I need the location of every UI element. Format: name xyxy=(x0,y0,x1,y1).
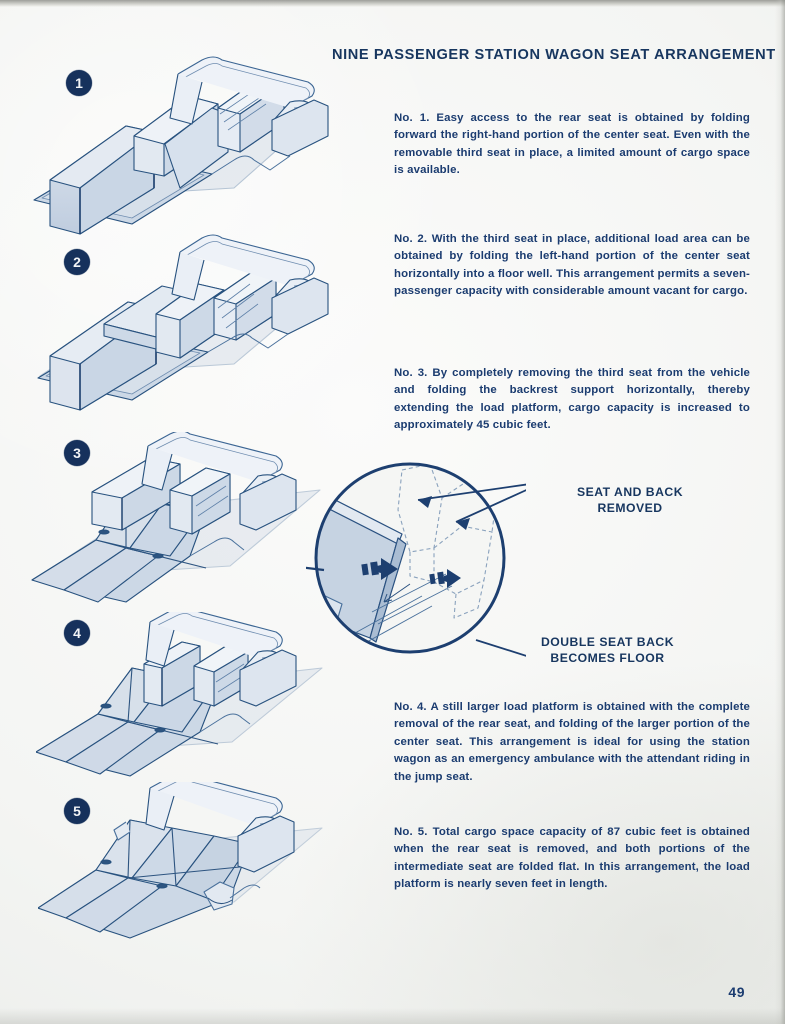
callout-line-2: REMOVED xyxy=(597,501,663,515)
callout-double-seat-back: DOUBLE SEAT BACK BECOMES FLOOR xyxy=(505,634,710,666)
callout-line-2: BECOMES FLOOR xyxy=(550,651,665,665)
step-paragraph-4: No. 4. A still larger load platform is o… xyxy=(394,701,750,783)
step-badge-5: 5 xyxy=(64,798,90,824)
step-badge-4: 4 xyxy=(64,620,90,646)
figure-arrangement-1 xyxy=(22,48,352,238)
scan-right-edge xyxy=(775,0,785,1024)
figure-arrangement-2 xyxy=(28,228,348,413)
callout-line-1: SEAT AND BACK xyxy=(576,485,684,499)
step-badge-1: 1 xyxy=(66,70,92,96)
figure-arrangement-5 xyxy=(38,782,358,947)
figure-arrangement-3 xyxy=(30,432,350,617)
step-paragraph-1: No. 1. Easy access to the rear seat is o… xyxy=(394,112,750,177)
page-title: NINE PASSENGER STATION WAGON SEAT ARRANG… xyxy=(332,47,776,63)
step-badge-3: 3 xyxy=(64,440,90,466)
step-paragraph-3: No. 3. By completely removing the third … xyxy=(394,367,750,432)
callout-line-1: DOUBLE SEAT BACK xyxy=(540,635,675,649)
figure-detail-callout-circle xyxy=(306,452,526,672)
step-paragraph-5: No. 5. Total cargo space capacity of 87 … xyxy=(394,826,750,891)
scan-bottom-edge xyxy=(0,1008,785,1024)
callout-seat-and-back-removed: SEAT AND BACK REMOVED xyxy=(540,484,720,516)
scan-top-edge xyxy=(0,0,785,7)
step-badge-2: 2 xyxy=(64,249,90,275)
page-number: 49 xyxy=(728,984,745,1000)
figure-arrangement-4 xyxy=(36,612,356,792)
step-paragraph-2: No. 2. With the third seat in place, add… xyxy=(394,233,750,298)
